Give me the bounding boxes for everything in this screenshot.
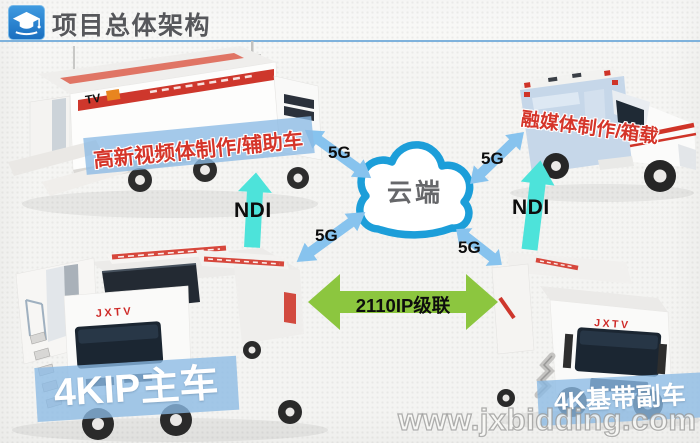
main-truck-label: 4KIP主车 xyxy=(52,361,220,415)
truck-media-illustration xyxy=(510,68,697,202)
header-underline xyxy=(0,40,700,42)
link-arrows xyxy=(235,121,558,330)
label-ndi-right: NDI xyxy=(512,196,550,219)
label-5g-top-right: 5G xyxy=(481,149,504,168)
label-ndi-left: NDI xyxy=(234,199,272,222)
label-5g-top-left: 5G xyxy=(328,143,351,162)
label-cascade: 2110IP级联 xyxy=(355,295,451,316)
graduation-cap-glyph xyxy=(12,11,41,36)
arrow-cascade xyxy=(308,274,498,330)
watermark: www.jxbidding.com xyxy=(397,401,697,437)
graduation-cap-icon xyxy=(8,5,45,40)
label-5g-bottom-left: 5G xyxy=(315,226,338,245)
tv-logo: TV xyxy=(84,91,101,107)
jxtv-logo-main: JXTV xyxy=(95,305,133,320)
label-5g-bottom-right: 5G xyxy=(458,238,481,257)
cloud-label: 云端 xyxy=(387,179,443,207)
cloud-icon: 云端 xyxy=(356,141,474,239)
jxtv-logo-baseband: JXTV xyxy=(594,317,631,332)
page-title: 项目总体架构 xyxy=(52,12,212,40)
